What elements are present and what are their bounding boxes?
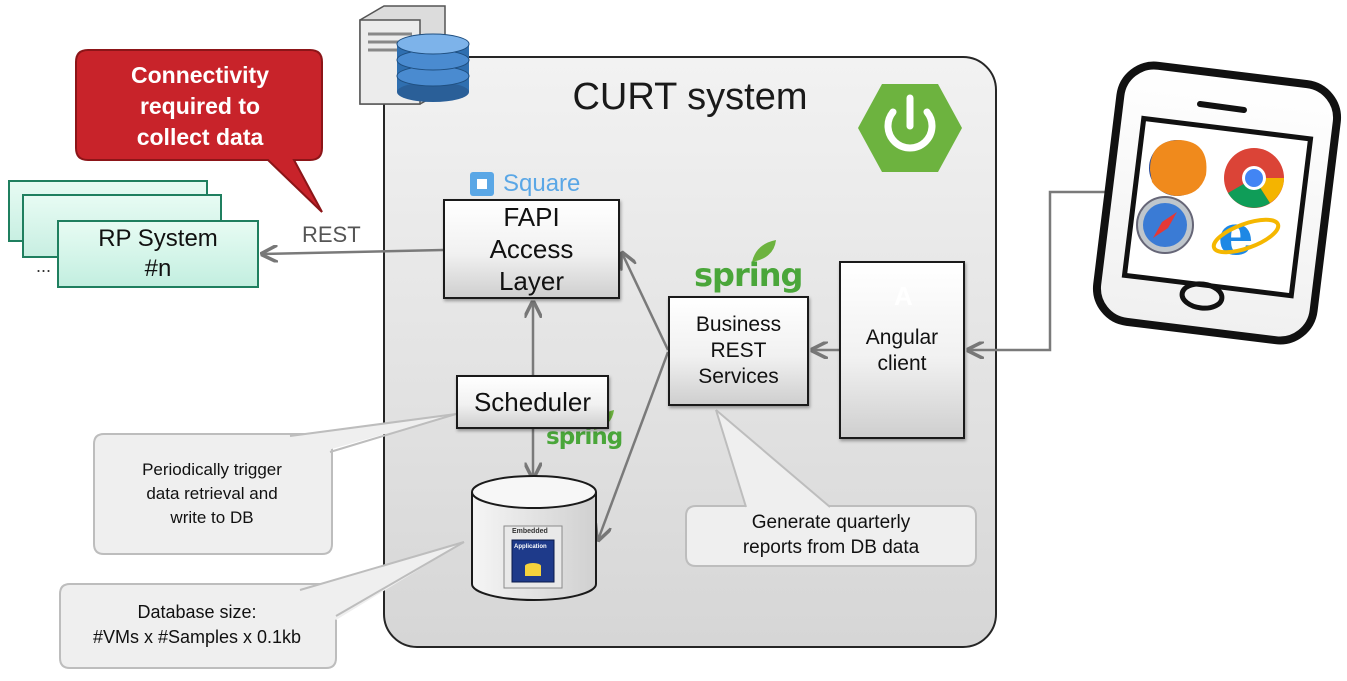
database-cylinder xyxy=(471,475,597,601)
scheduler-note-text: Periodically trigger data retrieval and … xyxy=(142,460,282,527)
system-title: CURT system xyxy=(572,76,808,118)
business-to-fapi-arrow xyxy=(622,253,670,351)
square-label: Square xyxy=(503,170,581,197)
db-embedded-label: Embedded xyxy=(512,528,548,535)
rp-system-box: RP System#n xyxy=(57,220,259,288)
connectivity-callout xyxy=(75,49,323,213)
spring-logo-top: spring xyxy=(694,256,803,294)
smartphone-icon xyxy=(1092,61,1342,345)
angular-client-box: Angular client xyxy=(839,261,965,439)
spring-boot-power-icon xyxy=(858,84,962,172)
connectors xyxy=(262,190,1138,540)
business-rest-services-box: Business REST Services xyxy=(668,296,809,406)
reports-note-text: Generate quarterly reports from DB data xyxy=(742,512,920,558)
db-application-label: Application xyxy=(514,544,547,550)
safari-icon xyxy=(1136,196,1194,254)
phone-to-angular-arrow xyxy=(968,190,1138,350)
square-logo-icon xyxy=(470,172,494,196)
rest-label: REST xyxy=(302,222,361,247)
fapi-access-layer-box: FAPI Access Layer xyxy=(443,199,620,299)
angular-logo-letter: A xyxy=(894,281,913,311)
rp-ellipsis: ... xyxy=(36,256,52,276)
reports-note-bubble xyxy=(685,505,977,567)
db-size-note-text: Database size: #VMs x #Samples x 0.1kb xyxy=(92,602,302,647)
connectivity-callout-text: Connectivity required to collect data xyxy=(130,62,270,150)
scheduler-box: Scheduler xyxy=(456,375,609,429)
business-to-db-arrow xyxy=(598,351,670,540)
fapi-to-rp-arrow xyxy=(262,250,444,254)
note-callouts xyxy=(59,409,977,669)
internet-explorer-icon: e xyxy=(1211,202,1281,268)
chrome-icon xyxy=(1224,148,1284,208)
firefox-icon xyxy=(1149,140,1207,196)
database-stack-icon xyxy=(396,33,470,102)
